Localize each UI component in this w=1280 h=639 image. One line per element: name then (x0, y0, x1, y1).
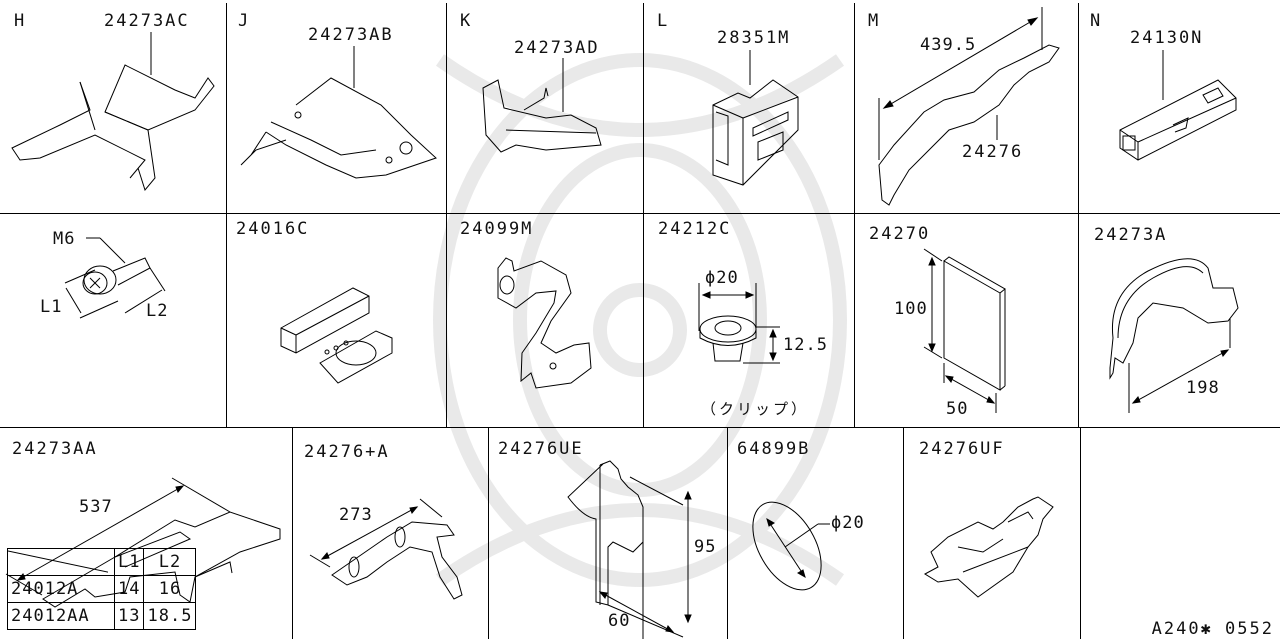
duct-bracket-drawing (11, 32, 215, 192)
cell-24273a[interactable]: 24273A 198 (1078, 213, 1280, 427)
cell-24099m[interactable]: 24099M (446, 213, 643, 427)
cell-bolt[interactable]: M6 L1 L2 L1 L2 24012A 14 16 24012AA 13 1… (0, 213, 226, 630)
cell-j[interactable]: J 24273AB (226, 0, 446, 213)
cell-letter: J (238, 11, 250, 31)
grid-col-divider (1078, 3, 1079, 427)
grid-col-divider (292, 427, 293, 639)
cell-l[interactable]: L 28351M (643, 0, 854, 213)
protector-drawing (1109, 258, 1239, 413)
flange-bolt-drawing (64, 237, 166, 319)
cell-m[interactable]: M 439.5 24276 (854, 0, 1078, 213)
cell-24016c[interactable]: 24016C (226, 213, 446, 427)
pad-drawing (923, 248, 1006, 413)
cell-letter: N (1090, 11, 1102, 31)
duct-drawing (240, 46, 437, 179)
connector-drawing (280, 287, 393, 384)
clip-note-label: （クリップ） (701, 400, 810, 418)
dimension-label: 537 (79, 497, 113, 517)
column-header-l2: L2 (143, 548, 197, 576)
part-number-label[interactable]: 24212C (658, 219, 732, 239)
cell-64899b[interactable]: 64899B ϕ20 (727, 427, 903, 639)
grid-col-divider (903, 427, 904, 639)
bolt-spec-table: L1 L2 24012A 14 16 24012AA 13 18.5 (7, 548, 197, 630)
diameter-label: ϕ20 (705, 268, 739, 288)
grid-row-divider (0, 427, 1280, 428)
cell-letter: K (460, 11, 472, 31)
part-number-label[interactable]: 24016C (236, 219, 310, 239)
harness-cover-drawing (5, 477, 281, 608)
cell-n[interactable]: N 24130N (1078, 0, 1280, 213)
part-number-label[interactable]: 24273AA (12, 439, 98, 459)
bracket-drawing (497, 257, 592, 389)
relay-connector-drawing (712, 50, 799, 186)
terminal-housing-drawing (1119, 50, 1237, 161)
part-number-label[interactable]: 24273AD (514, 38, 600, 58)
table-row[interactable]: 24012AA 13 18.5 (7, 602, 197, 630)
column-header-l1: L1 (113, 548, 145, 576)
protector-drawing (923, 496, 1054, 598)
width-label: 60 (608, 611, 631, 631)
table-row[interactable]: 24012A 14 16 (7, 575, 197, 603)
cell-empty (1080, 427, 1280, 639)
grid-col-divider (643, 3, 644, 427)
dimension-label-l1: L1 (40, 297, 63, 317)
l1-cell: 13 (113, 602, 145, 630)
dimension-label: 273 (339, 505, 373, 525)
illustration-code: A240✱ 0552 (1151, 619, 1274, 639)
width-label: 50 (946, 399, 969, 419)
cell-24273aa[interactable]: 24273AA 537 (0, 427, 292, 639)
part-number-label[interactable]: 24276UF (919, 439, 1005, 459)
grommet-drawing (752, 501, 830, 591)
bracket-drawing (482, 58, 602, 153)
grid-col-divider (727, 427, 728, 639)
part-number-label[interactable]: 24130N (1130, 28, 1204, 48)
dimension-label: 198 (1186, 378, 1220, 398)
cell-24276ue[interactable]: 24276UE 95 60 (488, 427, 727, 639)
part-number-label[interactable]: 24273A (1094, 225, 1168, 245)
thread-size-label: M6 (53, 229, 76, 249)
cell-h[interactable]: H 24273AC (0, 0, 226, 213)
part-number-label[interactable]: 24099M (460, 219, 534, 239)
part-number-label[interactable]: 24273AB (308, 25, 394, 45)
cell-letter: M (868, 11, 880, 31)
cell-24270[interactable]: 24270 100 50 (854, 213, 1078, 427)
l2-cell: 18.5 (143, 602, 197, 630)
table-header-row: L1 L2 (7, 548, 197, 576)
grid-col-divider (226, 3, 227, 427)
dimension-label-l2: L2 (146, 301, 169, 321)
cell-24276uf[interactable]: 24276UF (903, 427, 1080, 639)
grid-row-divider (0, 213, 1280, 214)
height-label: 100 (894, 299, 928, 319)
bracket-plate-drawing (567, 460, 692, 639)
part-number-label[interactable]: 24276+A (304, 442, 390, 462)
part-number-label[interactable]: 64899B (737, 439, 811, 459)
cell-letter: L (657, 11, 669, 31)
part-number-label[interactable]: 24270 (869, 224, 931, 244)
grid-col-divider (446, 3, 447, 427)
cell-letter: H (14, 11, 26, 31)
cell-24212c[interactable]: 24212C ϕ20 12.5 （クリップ） (643, 213, 854, 427)
clip-drawing (698, 283, 780, 364)
grid-col-divider (1080, 427, 1081, 639)
diameter-label: ϕ20 (831, 513, 865, 533)
harness-protector-drawing (309, 498, 463, 600)
part-number-cell[interactable]: 24012AA (7, 602, 115, 630)
part-number-label[interactable]: 24276 (962, 142, 1024, 162)
part-number-cell[interactable]: 24012A (7, 575, 115, 603)
cell-k[interactable]: K 24273AD (446, 0, 643, 213)
cell-24276a[interactable]: 24276+A 273 (292, 427, 488, 639)
grid-col-divider (488, 427, 489, 639)
part-number-label[interactable]: 24273AC (104, 11, 190, 31)
height-label: 12.5 (783, 335, 828, 355)
part-number-label[interactable]: 28351M (717, 28, 791, 48)
grid-col-divider (854, 3, 855, 427)
height-label: 95 (694, 537, 717, 557)
harness-protector-drawing (878, 7, 1060, 206)
part-number-label[interactable]: 24276UE (498, 439, 584, 459)
dimension-label: 439.5 (920, 35, 977, 55)
